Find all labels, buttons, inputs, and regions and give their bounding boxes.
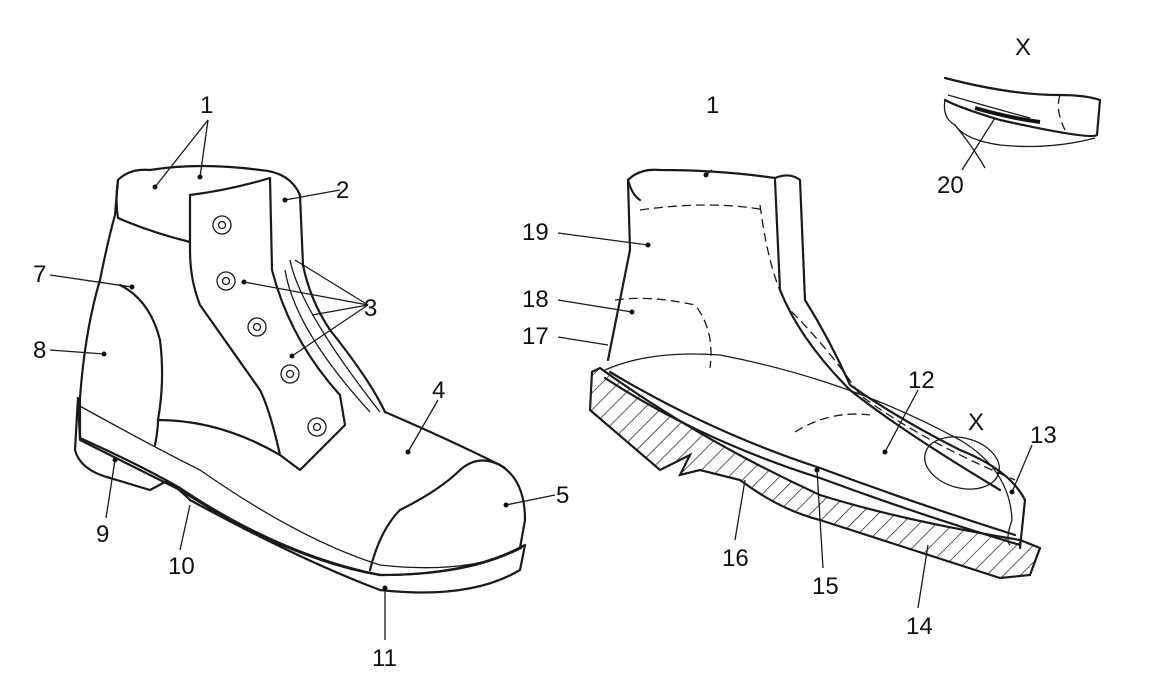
left-boot-toe-cap [368,459,507,572]
left-boot-tongue [188,176,347,472]
label-x: X [968,409,984,436]
label-18: 18 [522,286,549,313]
label-7: 7 [33,261,46,288]
detail-label-x: X [1015,34,1031,61]
detail-x-circle [924,436,1000,490]
label-9: 9 [96,521,109,548]
left-boot: 1 2 3 4 5 7 8 9 10 11 [33,92,569,672]
label-12: 12 [908,367,935,394]
label-20: 20 [937,172,964,199]
label-5: 5 [556,482,569,509]
label-1-right: 1 [706,92,719,119]
label-4: 4 [432,377,445,404]
label-1: 1 [200,92,213,119]
label-16: 16 [722,545,749,572]
right-boot: 1 19 18 17 12 13 X 14 15 16 [522,92,1057,640]
label-14: 14 [906,613,933,640]
label-19: 19 [522,219,549,246]
right-boot-upper [606,168,1027,550]
left-boot-upper [78,164,527,577]
label-15: 15 [812,573,839,600]
label-11: 11 [372,645,397,672]
label-2: 2 [336,177,349,204]
label-17: 17 [522,323,549,350]
detail-x: X 20 [937,34,1102,199]
label-13: 13 [1030,422,1057,449]
hatched-sole-section [588,366,1042,580]
leader-lines-left [49,119,556,640]
left-boot-sole [73,396,527,594]
label-10: 10 [168,553,195,580]
eyelets [212,215,327,437]
label-3: 3 [364,295,377,322]
label-8: 8 [33,337,46,364]
